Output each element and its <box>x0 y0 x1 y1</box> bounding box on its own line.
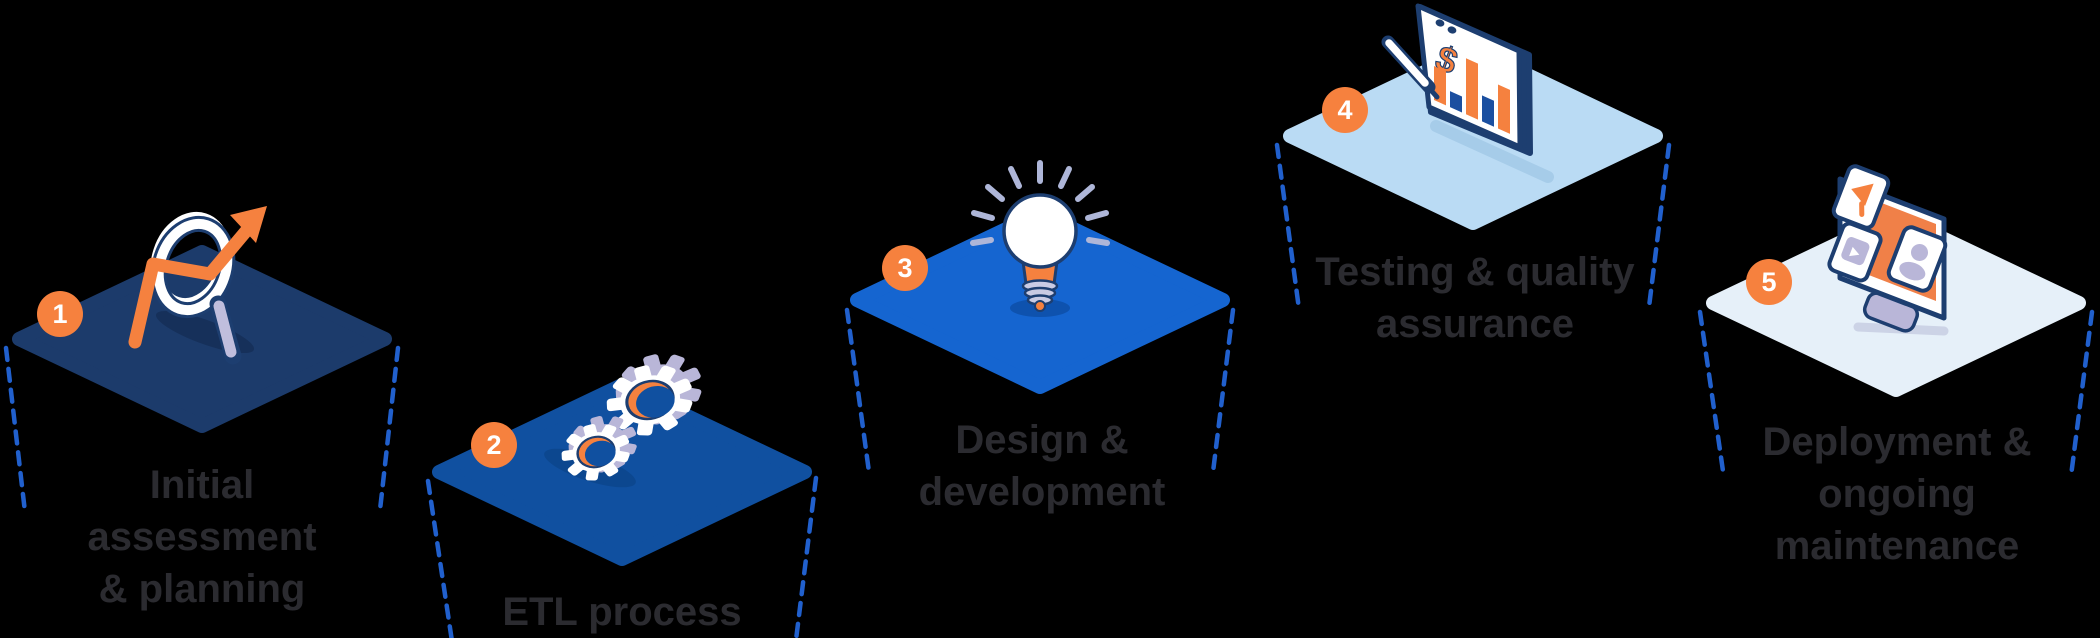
step-2-label: ETL process <box>402 586 842 638</box>
step-5-badge: 5 <box>1746 259 1792 305</box>
step-3-label: Design & development <box>822 414 1262 518</box>
label-line: development <box>918 470 1166 514</box>
icon-shadow <box>1430 120 1554 183</box>
step-3-badge: 3 <box>882 245 928 291</box>
step-1-badge: 1 <box>37 291 83 337</box>
media-card <box>1827 221 1883 283</box>
trend-line <box>128 223 254 349</box>
platform-5 <box>1697 164 2095 481</box>
monitor-apps-icon <box>1827 164 1949 336</box>
step-5-label: Deployment & ongoing maintenance <box>1677 416 2100 572</box>
trend-arrowhead <box>230 206 267 243</box>
label-line: maintenance <box>1774 524 2020 568</box>
person-icon <box>1911 243 1929 261</box>
platform-2 <box>425 343 819 638</box>
label-line: assessment <box>87 515 317 559</box>
lightbulb-icon <box>970 160 1110 317</box>
chart-tablet-stylus-icon: $ <box>1381 3 1554 183</box>
label-line: Initial <box>149 463 255 507</box>
label-line: & planning <box>98 567 306 611</box>
platform-3 <box>844 160 1236 475</box>
profile-card <box>1886 225 1948 293</box>
dashed-guide-left <box>425 478 454 638</box>
bulb-globe <box>1002 193 1078 269</box>
label-line: Deployment & <box>1762 420 2032 464</box>
bar-chart <box>1434 58 1510 134</box>
magnifier-trend-arrow-icon <box>128 206 267 365</box>
dashed-guide-left <box>844 307 872 475</box>
label-line: ETL process <box>502 590 742 634</box>
step-1-label: Initial assessment & planning <box>0 459 422 615</box>
dashed-guide-left <box>3 345 28 515</box>
play-icon <box>1849 246 1860 257</box>
dashed-guide-right <box>377 345 401 513</box>
label-line: Design & <box>955 418 1129 462</box>
dashed-guide-right <box>1210 307 1236 475</box>
light-rays <box>970 160 1110 246</box>
dashed-guide-left <box>1274 142 1302 312</box>
platform-top-4 <box>1283 42 1663 230</box>
dashed-guide-right <box>793 475 819 638</box>
stylus-tip <box>1426 85 1440 100</box>
label-line: Testing & quality <box>1315 250 1635 294</box>
dashed-guide-left <box>1697 309 1727 481</box>
megaphone-icon <box>1851 183 1874 207</box>
platform-1 <box>3 206 401 515</box>
platform-4: $ <box>1274 3 1672 312</box>
label-line: ongoing <box>1818 472 1976 516</box>
label-line: assurance <box>1376 302 1574 346</box>
megaphone-card <box>1831 164 1891 230</box>
dashed-guide-right <box>1646 142 1672 310</box>
step-2-badge: 2 <box>471 422 517 468</box>
step-4-badge: 4 <box>1322 87 1368 133</box>
gears-icon <box>544 343 711 489</box>
dashed-guide-right <box>2068 309 2095 479</box>
step-4-label: Testing & quality assurance <box>1255 246 1695 350</box>
